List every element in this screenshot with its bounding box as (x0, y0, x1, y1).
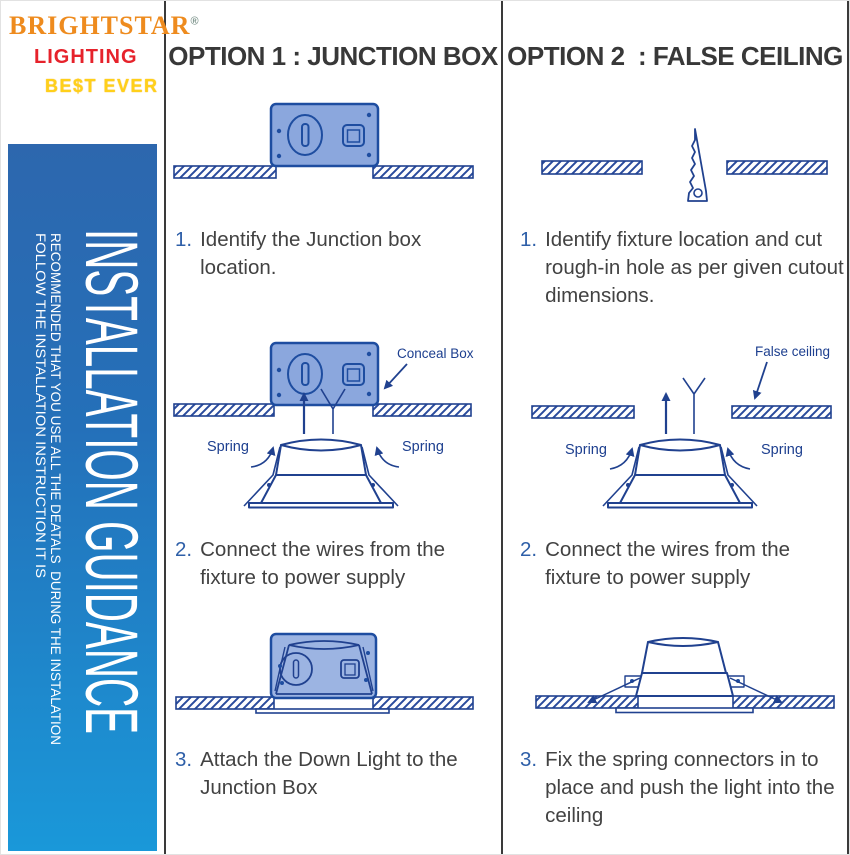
brand-line2: LIGHTING (34, 46, 138, 68)
false-ceiling-label: False ceiling (755, 344, 830, 359)
junction-box (269, 102, 380, 168)
ceiling-strip (535, 695, 639, 709)
divider-line-left (164, 1, 166, 854)
ceiling-strip (372, 165, 474, 179)
spring-arm-left (587, 677, 641, 704)
divider-line-right (847, 1, 849, 854)
step-text: Identify the Junction box location. (200, 228, 422, 279)
wiring-diagram-false-ceiling: False ceiling Spring Spring (531, 344, 832, 509)
brand-tagline: BE$T EVER (45, 76, 159, 96)
sidebar-note-line1: FOLLOW THE INSTALLATION INSTRUCTION IT I… (33, 233, 48, 578)
ceiling-strip (173, 165, 277, 179)
step-number: 2. (175, 538, 193, 561)
spring-label-right: Spring (402, 439, 444, 455)
spring-arrow-right (725, 447, 751, 470)
step-number: 1. (175, 228, 193, 251)
option1-header: OPTION 1 : JUNCTION BOX (168, 41, 498, 71)
conceal-box-label: Conceal Box (397, 346, 474, 361)
ceiling-strip (732, 695, 835, 709)
ceiling-strip (541, 160, 643, 175)
sidebar-vertical-text: INSTALLATION GUIDANCE FOLLOW THE INSTALL… (33, 229, 153, 745)
ceiling-strip (731, 405, 832, 419)
option1-step-3: 3. Attach the Down Light to the Junction… (175, 746, 472, 802)
step-number: 2. (520, 538, 538, 561)
knife-hole (693, 188, 703, 198)
trim-ring (615, 707, 754, 714)
ceiling-strip (372, 696, 474, 710)
sidebar-title: INSTALLATION GUIDANCE (70, 229, 153, 734)
wiring-diagram-junction-box: Conceal Box Spring Spring (173, 341, 474, 509)
spring-label-left: Spring (565, 442, 607, 458)
step-text: Connect the wires from the fixture to po… (545, 538, 791, 589)
option2-step-1: 1. Identify fixture location and cut rou… (520, 226, 845, 310)
downlight-fixture (243, 438, 399, 509)
wire (682, 377, 706, 434)
spring-label-right: Spring (761, 442, 803, 458)
step-text: Identify fixture location and cut rough-… (545, 228, 844, 307)
ceiling-strip (175, 696, 275, 710)
option2-header: OPTION 2 : FALSE CEILING (507, 41, 843, 71)
brand-name-text: BRIGHTSTAR (9, 11, 191, 40)
sidebar-note-line2: RECOMMENDED THAT YOU USE ALL THE DEATALS… (48, 233, 63, 745)
option1-step-1: 1. Identify the Junction box location. (175, 226, 472, 282)
conceal-box-pointer-arrow (383, 363, 408, 390)
spring-arm-right (729, 677, 783, 704)
option1-step-2: 2. Connect the wires from the fixture to… (175, 536, 472, 592)
step-number: 1. (520, 228, 538, 251)
registered-mark: ® (190, 15, 200, 28)
divider-line-middle (501, 1, 503, 854)
downlight-fixture (602, 438, 758, 509)
step-text: Connect the wires from the fixture to po… (200, 538, 446, 589)
installed-fixture (624, 637, 745, 697)
cutting-knife (687, 128, 708, 202)
step-text: Fix the spring connectors in to place an… (545, 748, 835, 827)
trim-ring (255, 708, 390, 714)
step-text: Attach the Down Light to the Junction Bo… (200, 748, 458, 799)
step-number: 3. (175, 748, 193, 771)
spring-arrow-left (250, 446, 276, 468)
push-into-ceiling-diagram (535, 637, 835, 714)
junction-box-location-diagram (173, 102, 474, 179)
fixture-inside-box (269, 632, 378, 700)
spring-arrow-right (374, 446, 400, 468)
ceiling-strip (173, 403, 275, 417)
step-number: 3. (520, 748, 538, 771)
option2-step-3: 3. Fix the spring connectors in to place… (520, 746, 845, 830)
attach-to-junction-box-diagram (175, 632, 474, 714)
spring-arrow-left (609, 447, 635, 470)
option2-step-2: 2. Connect the wires from the fixture to… (520, 536, 845, 592)
ceiling-strip (531, 405, 635, 419)
brand-name: BRIGHTSTAR® (9, 11, 200, 41)
cutout-knife-diagram (541, 128, 828, 202)
wire (320, 388, 346, 434)
false-ceiling-pointer-arrow (752, 361, 768, 400)
sidebar: INSTALLATION GUIDANCE FOLLOW THE INSTALL… (8, 144, 157, 851)
ceiling-strip (726, 160, 828, 175)
ceiling-strip (372, 403, 472, 417)
spring-label-left: Spring (207, 439, 249, 455)
